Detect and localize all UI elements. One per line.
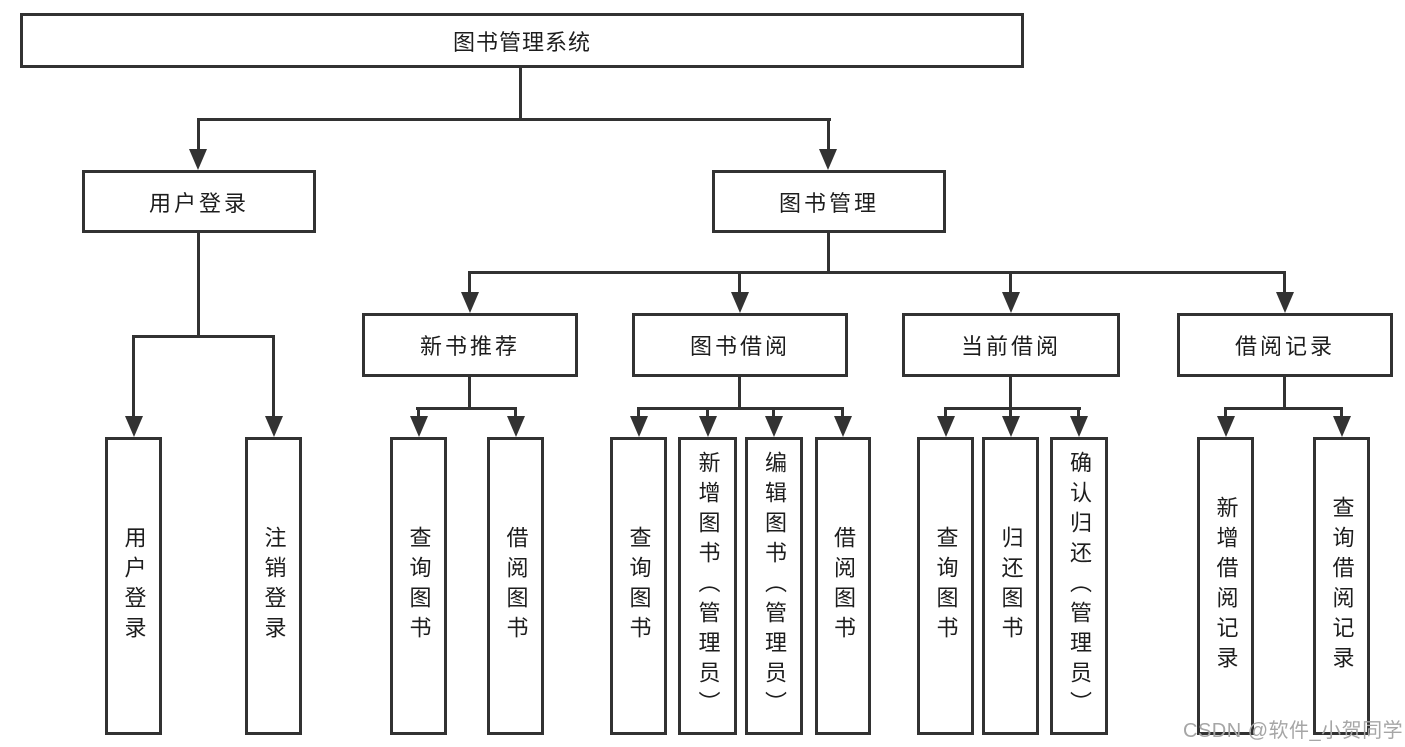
arrow-down-icon (507, 416, 525, 437)
connector-line (827, 233, 830, 271)
connector-line (1340, 407, 1343, 418)
arrow-down-icon (1002, 416, 1020, 437)
connector-line (706, 407, 709, 418)
leaf-label: 查询图书 (406, 526, 432, 646)
arrow-down-icon (699, 416, 717, 437)
arrow-down-icon (1333, 416, 1351, 437)
node-borrow-records: 借阅记录 (1177, 313, 1393, 377)
connector-line (1009, 377, 1012, 407)
arrow-down-icon (1276, 292, 1294, 313)
leaf-logout-login: 注销登录 (245, 437, 302, 735)
connector-line (738, 271, 741, 295)
node-label: 图书管理 (778, 190, 879, 216)
arrow-down-icon (819, 149, 837, 170)
arrow-down-icon (1070, 416, 1088, 437)
node-user-login: 用户登录 (82, 170, 316, 233)
connector-line (197, 118, 200, 151)
leaf-label: 新增图书（管理员） (695, 451, 721, 721)
leaf-current-confirm-return-admin: 确认归还（管理员） (1050, 437, 1108, 735)
arrow-down-icon (265, 416, 283, 437)
arrow-down-icon (731, 292, 749, 313)
leaf-label: 编辑图书（管理员） (762, 451, 787, 721)
connector-line (519, 68, 522, 118)
arrow-down-icon (937, 416, 955, 437)
arrow-down-icon (461, 292, 479, 313)
connector-line (468, 377, 471, 407)
node-label: 用户登录 (148, 190, 249, 216)
arrow-down-icon (125, 416, 143, 437)
connector-line (1077, 407, 1080, 418)
leaf-label: 查询图书 (626, 526, 652, 646)
connector-line (1224, 407, 1342, 410)
connector-line (1283, 377, 1286, 407)
arrow-down-icon (410, 416, 428, 437)
node-current-borrow: 当前借阅 (902, 313, 1120, 377)
leaf-borrow-borrow-books: 借阅图书 (815, 437, 871, 735)
connector-line (197, 118, 831, 121)
connector-line (944, 407, 947, 418)
connector-line (1009, 271, 1012, 295)
arrow-down-icon (834, 416, 852, 437)
leaf-label: 新增借阅记录 (1213, 496, 1239, 676)
connector-line (944, 407, 1081, 410)
connector-line (841, 407, 844, 418)
connector-line (738, 377, 741, 407)
node-library-system: 图书管理系统 (20, 13, 1024, 68)
connector-line (1009, 407, 1012, 418)
leaf-recommend-borrow-books: 借阅图书 (487, 437, 544, 735)
connector-line (468, 271, 471, 295)
leaf-borrow-query-books: 查询图书 (610, 437, 667, 735)
node-label: 当前借阅 (960, 334, 1061, 359)
leaf-label: 用户登录 (121, 526, 147, 646)
arrow-down-icon (765, 416, 783, 437)
connector-line (827, 118, 830, 151)
leaf-label: 注销登录 (261, 526, 287, 646)
connector-line (772, 407, 775, 418)
leaf-records-query-record: 查询借阅记录 (1313, 437, 1370, 735)
connector-line (132, 335, 135, 417)
arrow-down-icon (630, 416, 648, 437)
leaf-label: 借阅图书 (831, 526, 856, 646)
leaf-current-query-books: 查询图书 (917, 437, 974, 735)
leaf-label: 查询借阅记录 (1329, 496, 1355, 676)
connector-line (1224, 407, 1227, 418)
connector-line (637, 407, 640, 418)
node-label: 借阅记录 (1234, 334, 1335, 359)
leaf-label: 归还图书 (998, 526, 1024, 646)
connector-line (132, 335, 274, 338)
leaf-label: 查询图书 (933, 526, 959, 646)
node-label: 图书借阅 (689, 334, 790, 359)
connector-line (416, 407, 517, 410)
node-book-borrow: 图书借阅 (632, 313, 848, 377)
connector-line (1283, 271, 1286, 295)
connector-line (468, 271, 1286, 274)
leaf-label: 确认归还（管理员） (1067, 451, 1092, 721)
watermark: CSDN @软件_小贺同学 (1183, 720, 1404, 742)
node-label: 图书管理系统 (452, 29, 591, 55)
connector-line (197, 233, 200, 335)
leaf-current-return-books: 归还图书 (982, 437, 1039, 735)
leaf-borrow-add-books-admin: 新增图书（管理员） (678, 437, 737, 735)
leaf-label: 借阅图书 (503, 526, 529, 646)
node-book-management: 图书管理 (712, 170, 946, 233)
arrow-down-icon (1217, 416, 1235, 437)
node-new-book-recommend: 新书推荐 (362, 313, 578, 377)
arrow-down-icon (1002, 292, 1020, 313)
leaf-records-add-record: 新增借阅记录 (1197, 437, 1254, 735)
leaf-recommend-query-books: 查询图书 (390, 437, 447, 735)
node-label: 新书推荐 (419, 334, 520, 359)
connector-line (272, 335, 275, 417)
connector-line (417, 407, 420, 418)
leaf-borrow-edit-books-admin: 编辑图书（管理员） (745, 437, 803, 735)
connector-line (514, 407, 517, 418)
connector-line (637, 407, 844, 410)
arrow-down-icon (189, 149, 207, 170)
leaf-user-login: 用户登录 (105, 437, 162, 735)
